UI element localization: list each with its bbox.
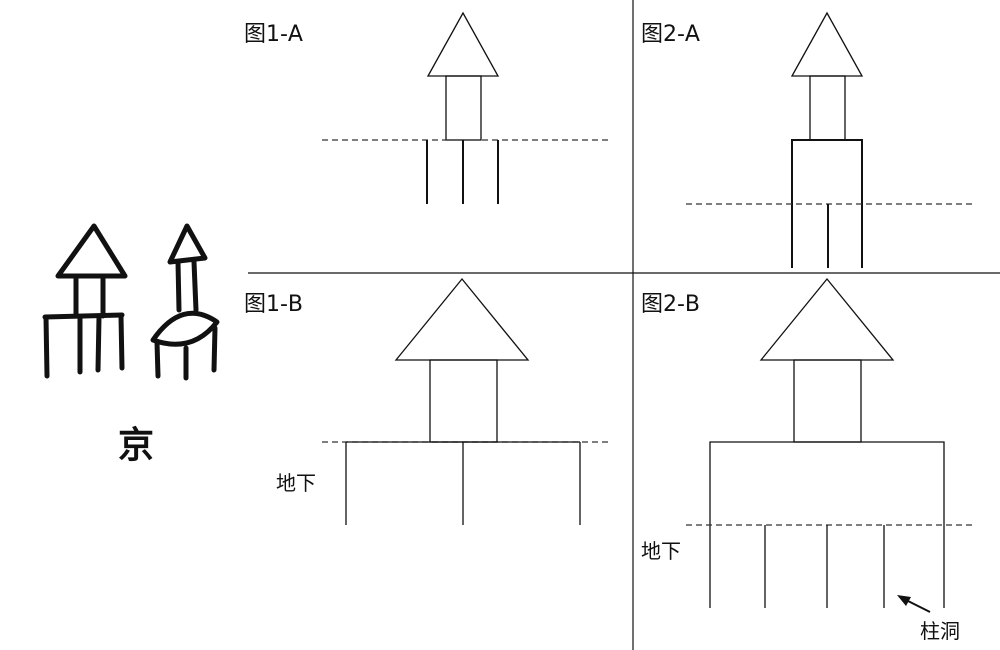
glyph-character: 京 <box>118 424 154 466</box>
glyph-legs-right <box>154 325 218 381</box>
building-body <box>809 75 846 141</box>
glyph-pillars-right <box>175 259 199 313</box>
glyph-legs-left <box>43 313 125 379</box>
glyph-platform-left <box>42 312 125 320</box>
roof <box>394 277 530 361</box>
panel-1b: 图1-B 地下 <box>244 277 608 525</box>
glyph-pillars-left <box>73 273 106 319</box>
roof <box>790 11 864 77</box>
building-body <box>429 359 498 443</box>
arrowhead-icon <box>897 595 911 606</box>
building-body <box>445 75 482 141</box>
panel-1b-label: 图1-B <box>244 292 303 317</box>
glyph-platform-right <box>150 310 220 347</box>
oracle-bone-glyph <box>42 223 220 381</box>
roof <box>426 11 500 77</box>
glyph-roof-right <box>167 223 208 265</box>
panel-2b: 图2-B 地下 柱洞 <box>641 277 972 643</box>
building-body <box>793 359 862 443</box>
panel-2a-label: 图2-A <box>641 22 700 47</box>
glyph-roof-left <box>55 223 128 279</box>
panel-2b-label: 图2-B <box>641 292 700 317</box>
posthole-label: 柱洞 <box>920 619 960 643</box>
panel-2a: 图2-A <box>641 11 972 268</box>
roof <box>759 277 895 361</box>
underground-label: 地下 <box>276 471 316 495</box>
panel-1a-label: 图1-A <box>244 22 303 47</box>
panel-1a: 图1-A <box>244 11 608 204</box>
underground-label: 地下 <box>641 539 681 563</box>
